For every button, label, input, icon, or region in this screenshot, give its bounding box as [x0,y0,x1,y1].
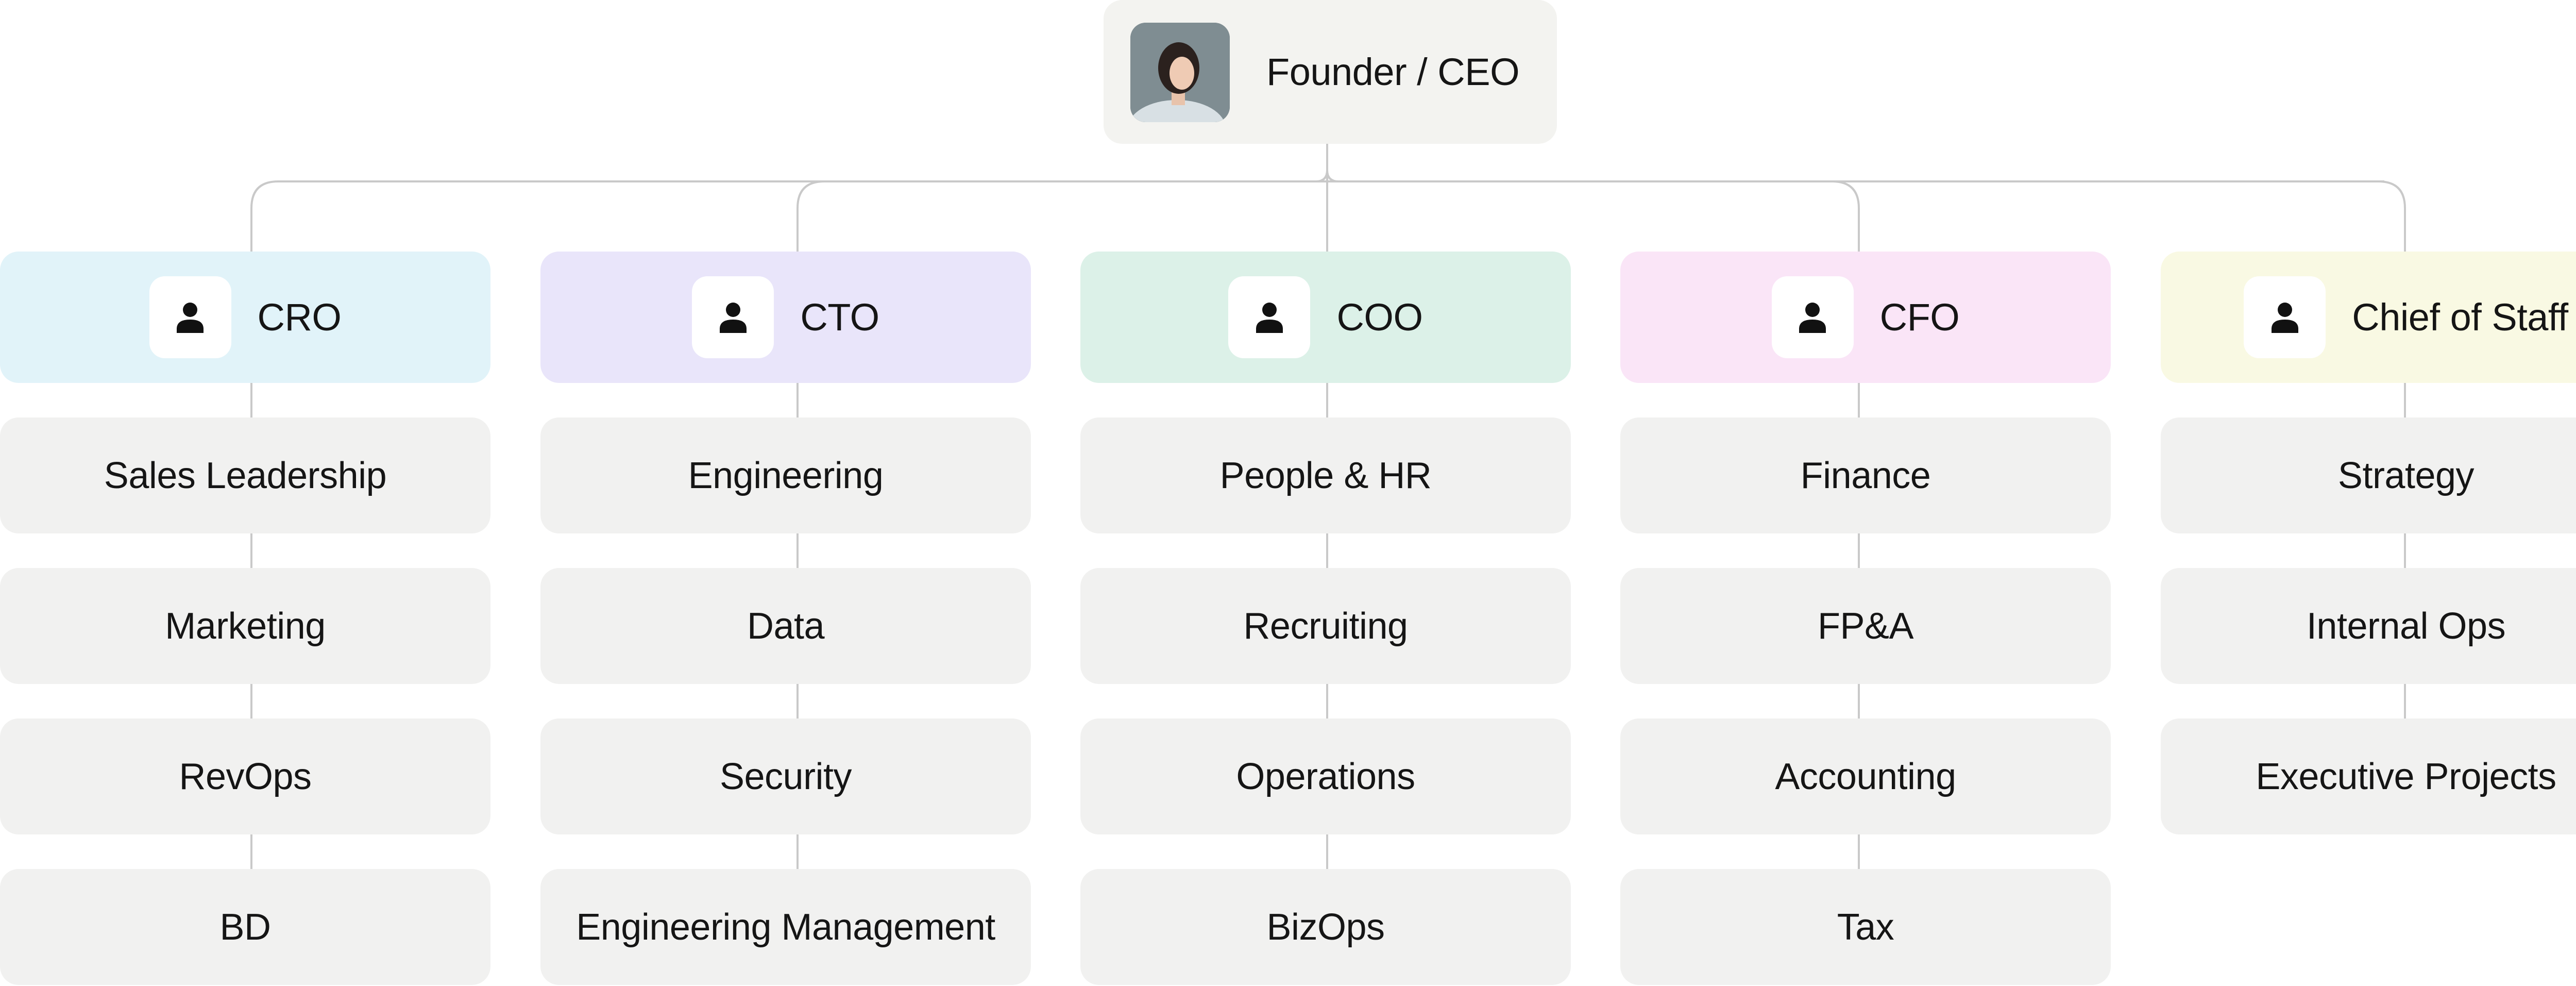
branch-chief-of-staff [2378,180,2406,252]
role-node-cto: CTO [540,252,1031,383]
branch-cfo [1832,180,1860,252]
role-node-chief-of-staff: Chief of Staff [2161,252,2576,383]
department-node: Accounting [1620,718,2111,834]
department-node: BD [0,869,490,985]
person-icon [2244,276,2326,358]
person-icon [1771,276,1854,358]
root-stem [1315,144,1339,252]
department-node: Finance [1620,417,2111,533]
department-node: Internal Ops [2161,568,2576,684]
role-node-cro: CRO [0,252,490,383]
department-node: People & HR [1080,417,1571,533]
department-node: Engineering [540,417,1031,533]
root-node-founder-ceo: Founder / CEO [1104,0,1557,144]
department-node: Executive Projects [2161,718,2576,834]
department-node: RevOps [0,718,490,834]
column-links [250,383,2406,869]
department-node: Strategy [2161,417,2576,533]
department-node: Engineering Management [540,869,1031,985]
portrait-photo-image [1130,23,1230,122]
department-node: Recruiting [1080,568,1571,684]
department-node: Data [540,568,1031,684]
department-node: Operations [1080,718,1571,834]
department-node: FP&A [1620,568,2111,684]
department-node: Tax [1620,869,2111,985]
role-title: CFO [1879,296,1960,339]
department-node: BizOps [1080,869,1571,985]
person-icon [149,276,231,358]
role-node-cfo: CFO [1620,252,2111,383]
role-node-coo: COO [1080,252,1571,383]
department-node: Security [540,718,1031,834]
branch-cro [250,180,279,252]
role-title: COO [1336,296,1423,339]
person-icon [692,276,774,358]
role-title: CRO [257,296,342,339]
portrait-photo [1130,23,1230,122]
role-title: CTO [800,296,879,339]
root-title: Founder / CEO [1266,51,1520,93]
department-node: Marketing [0,568,490,684]
person-icon [1228,276,1311,358]
role-title: Chief of Staff [2352,296,2568,339]
department-node: Sales Leadership [0,417,490,533]
branch-cto [796,180,825,252]
